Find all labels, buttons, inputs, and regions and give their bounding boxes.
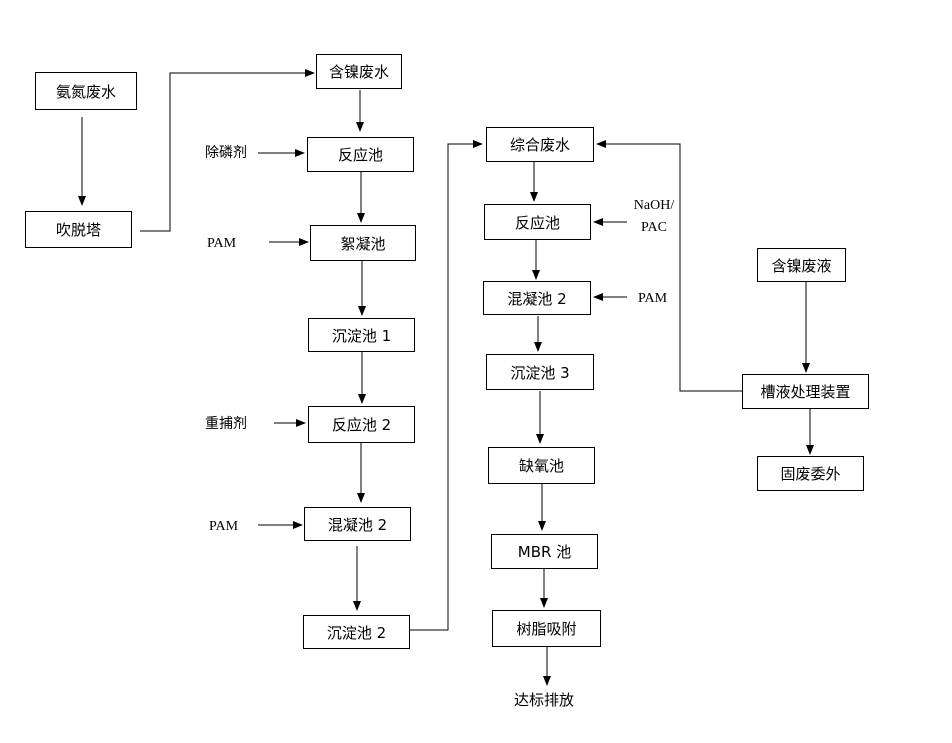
label-naoh-line: NaOH/ (633, 198, 675, 213)
node-bath-treatment: 槽液处理装置 (742, 374, 869, 409)
node-combined-wastewater: 综合废水 (486, 127, 594, 162)
label-pac-line: PAC (641, 220, 667, 235)
node-reaction-tank: 反应池 (307, 137, 414, 172)
arrow-sed2-to-combined (410, 140, 483, 631)
node-reaction-tank-2: 反应池 2 (308, 406, 415, 443)
label-pam-2: PAM (209, 519, 239, 534)
arrow-bath-to-combined (596, 140, 742, 392)
node-reaction-tank-b: 反应池 (484, 204, 591, 240)
label-phosphorus-remover: 除磷剂 (205, 145, 247, 161)
node-sedimentation-2: 沉淀池 2 (303, 615, 410, 649)
node-nickel-wastewater: 含镍废水 (316, 54, 402, 89)
label-heavy-metal-capture: 重捕剂 (205, 416, 247, 432)
node-nickel-waste-liquid: 含镍废液 (757, 248, 846, 282)
node-sedimentation-1: 沉淀池 1 (308, 318, 415, 352)
node-solid-waste-outsourced: 固废委外 (757, 456, 864, 491)
node-coagulation-2: 混凝池 2 (304, 507, 411, 541)
node-resin-adsorption: 树脂吸附 (492, 610, 601, 647)
node-flocculation-tank: 絮凝池 (310, 225, 416, 261)
label-pam-1: PAM (207, 236, 237, 251)
label-pam-3: PAM (638, 291, 668, 306)
label-naoh-pac: NaOH/ PAC (628, 198, 680, 236)
node-coagulation-2b: 混凝池 2 (483, 281, 591, 315)
label-discharge: 达标排放 (514, 691, 575, 709)
node-mbr-tank: MBR 池 (491, 534, 598, 569)
node-sedimentation-3: 沉淀池 3 (486, 354, 594, 390)
node-anoxic-tank: 缺氧池 (488, 447, 595, 484)
arrow-stripping-to-nickel (140, 69, 315, 232)
node-stripping-tower: 吹脱塔 (25, 211, 132, 248)
node-ammonia-wastewater: 氨氮废水 (35, 72, 137, 110)
